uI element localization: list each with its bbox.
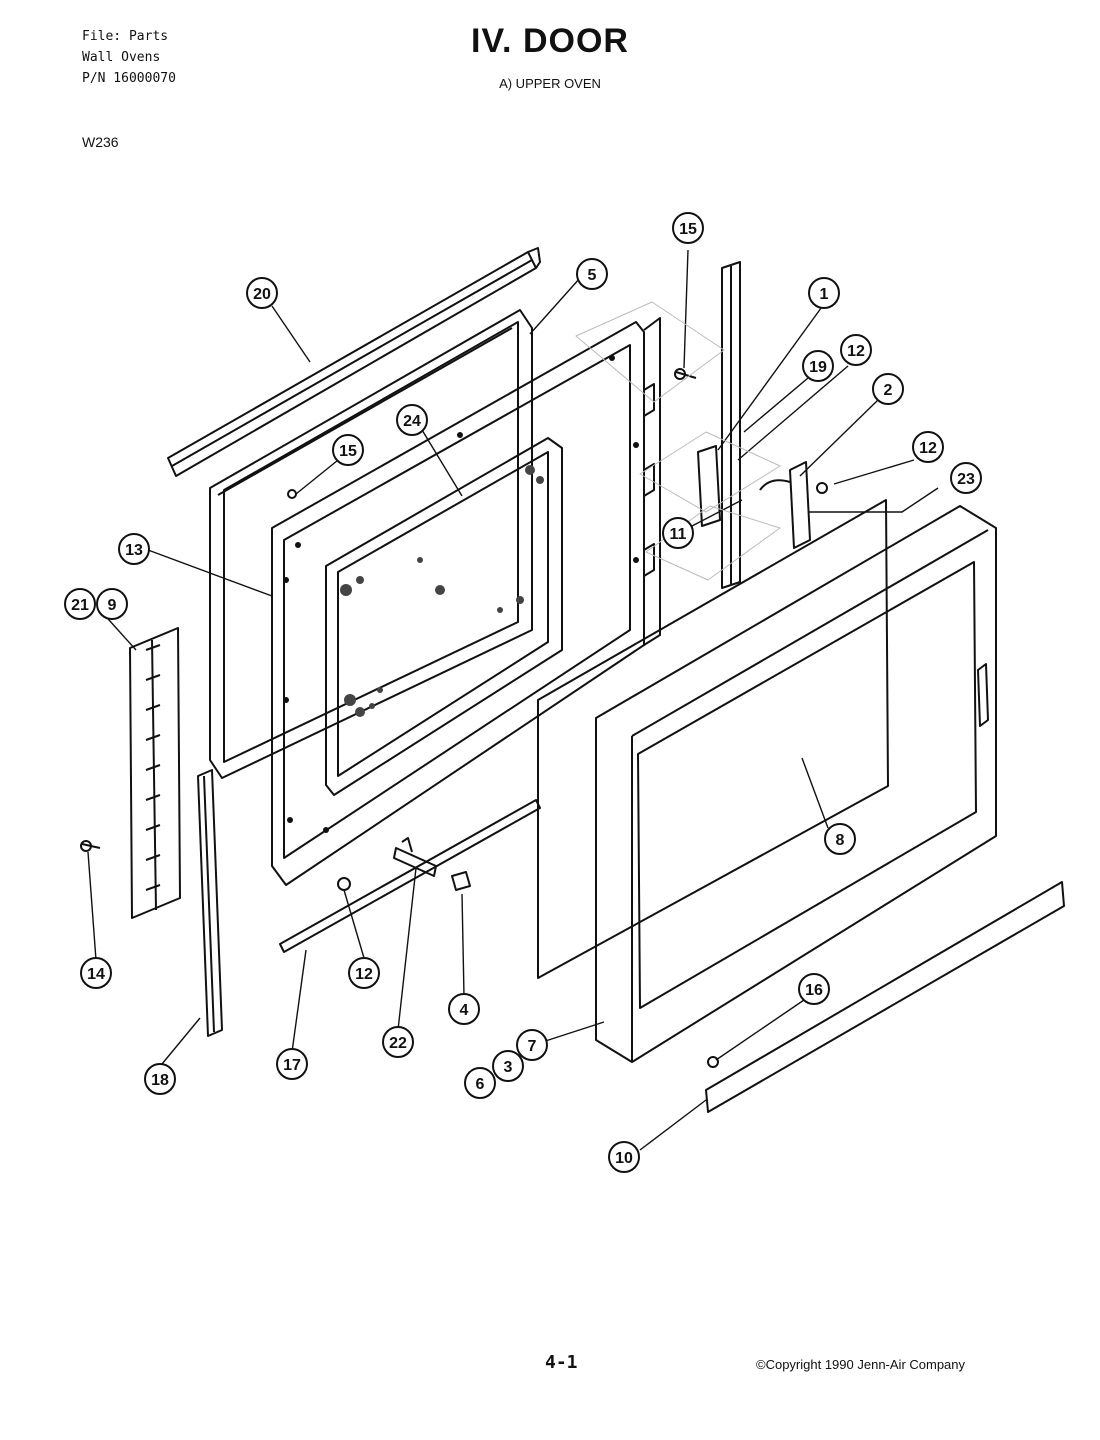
svg-text:8: 8 — [836, 832, 845, 849]
part-number-line: P/N 16000070 — [82, 71, 176, 86]
callout-21: 21 — [64, 588, 96, 620]
svg-text:3: 3 — [504, 1059, 513, 1076]
part-9-hinge — [129, 627, 181, 919]
part-12-nut-lower — [337, 877, 351, 891]
svg-text:22: 22 — [389, 1035, 407, 1052]
page-number: 4-1 — [545, 1352, 578, 1373]
panel-screw-holes — [283, 355, 639, 833]
callout-14: 14 — [80, 957, 112, 989]
part-15-screw-upper — [674, 368, 697, 380]
callout-17: 17 — [276, 1048, 308, 1080]
part-2-hinge-plate — [759, 461, 828, 549]
svg-text:10: 10 — [615, 1150, 633, 1167]
callout-19: 19 — [802, 350, 834, 382]
svg-text:24: 24 — [403, 413, 421, 430]
callout-12-right: 12 — [912, 431, 944, 463]
callout-8: 8 — [824, 823, 856, 855]
callout-12-upper: 12 — [840, 334, 872, 366]
callout-20: 20 — [246, 277, 278, 309]
part-1-bracket — [697, 445, 721, 527]
callout-18: 18 — [144, 1063, 176, 1095]
svg-text:2: 2 — [884, 382, 893, 399]
svg-text:4: 4 — [460, 1002, 469, 1019]
callout-13: 13 — [118, 533, 150, 565]
svg-text:16: 16 — [805, 982, 823, 999]
callout-5: 5 — [576, 258, 608, 290]
svg-text:12: 12 — [847, 343, 865, 360]
svg-text:19: 19 — [809, 359, 827, 376]
page-title: IV. DOOR — [471, 22, 629, 60]
callout-7: 7 — [516, 1029, 548, 1061]
svg-text:11: 11 — [670, 526, 687, 543]
svg-text:23: 23 — [957, 471, 975, 488]
callout-leaders — [87, 249, 939, 1151]
part-20-top-trim — [167, 247, 541, 477]
part-4-cap — [451, 871, 471, 891]
part-8-glass-panel — [537, 499, 889, 979]
product-line: Wall Ovens — [82, 50, 161, 65]
callout-4: 4 — [448, 993, 480, 1025]
file-info: File: Parts Wall Ovens P/N 16000070 — [82, 26, 176, 89]
callout-6: 6 — [464, 1067, 496, 1099]
callout-24: 24 — [396, 404, 428, 436]
part-5-gasket — [209, 309, 533, 779]
svg-text:7: 7 — [528, 1038, 537, 1055]
callout-12-lower: 12 — [348, 957, 380, 989]
svg-text:18: 18 — [151, 1072, 169, 1089]
page-subtitle: A) UPPER OVEN — [499, 76, 601, 91]
callout-1: 1 — [808, 277, 840, 309]
part-19-hinge-arm — [721, 261, 741, 589]
callout-16: 16 — [798, 973, 830, 1005]
callout-15-lower: 15 — [332, 434, 364, 466]
part-13-inner-panel — [271, 317, 661, 886]
model-number: W236 — [82, 134, 119, 150]
callout-15-upper: 15 — [672, 212, 704, 244]
callout-10: 10 — [608, 1141, 640, 1173]
part-18-side-seal — [197, 769, 223, 1037]
window-glass-texture — [340, 465, 544, 717]
svg-text:12: 12 — [919, 440, 937, 457]
svg-text:6: 6 — [476, 1076, 485, 1093]
copyright-notice: ©Copyright 1990 Jenn-Air Company — [756, 1357, 966, 1372]
callout-11: 11 — [662, 517, 694, 549]
part-16-screw — [707, 1056, 719, 1068]
part-17-bottom-rod — [279, 799, 541, 953]
svg-text:20: 20 — [253, 286, 271, 303]
callout-3: 3 — [492, 1050, 524, 1082]
part-15-screw-lower — [287, 489, 297, 499]
callout-circles: 1 2 3 4 5 6 7 8 9 10 11 12 12 12 13 14 1… — [64, 212, 982, 1173]
svg-text:13: 13 — [125, 542, 143, 559]
callout-23: 23 — [950, 462, 982, 494]
svg-text:17: 17 — [283, 1057, 301, 1074]
svg-text:1: 1 — [820, 286, 829, 303]
part-7-outer-door — [595, 505, 997, 1063]
callout-22: 22 — [382, 1026, 414, 1058]
part-10-bottom-trim — [705, 881, 1065, 1113]
callout-2: 2 — [872, 373, 904, 405]
svg-text:14: 14 — [87, 966, 105, 983]
svg-text:15: 15 — [679, 221, 697, 238]
callout-9: 9 — [96, 588, 128, 620]
svg-text:9: 9 — [108, 597, 117, 614]
svg-text:21: 21 — [71, 597, 89, 614]
svg-text:5: 5 — [588, 267, 597, 284]
part-22-latch — [393, 837, 437, 877]
svg-text:12: 12 — [355, 966, 373, 983]
part-14-screw — [80, 840, 101, 852]
file-line: File: Parts — [82, 29, 169, 44]
svg-text:15: 15 — [339, 443, 357, 460]
